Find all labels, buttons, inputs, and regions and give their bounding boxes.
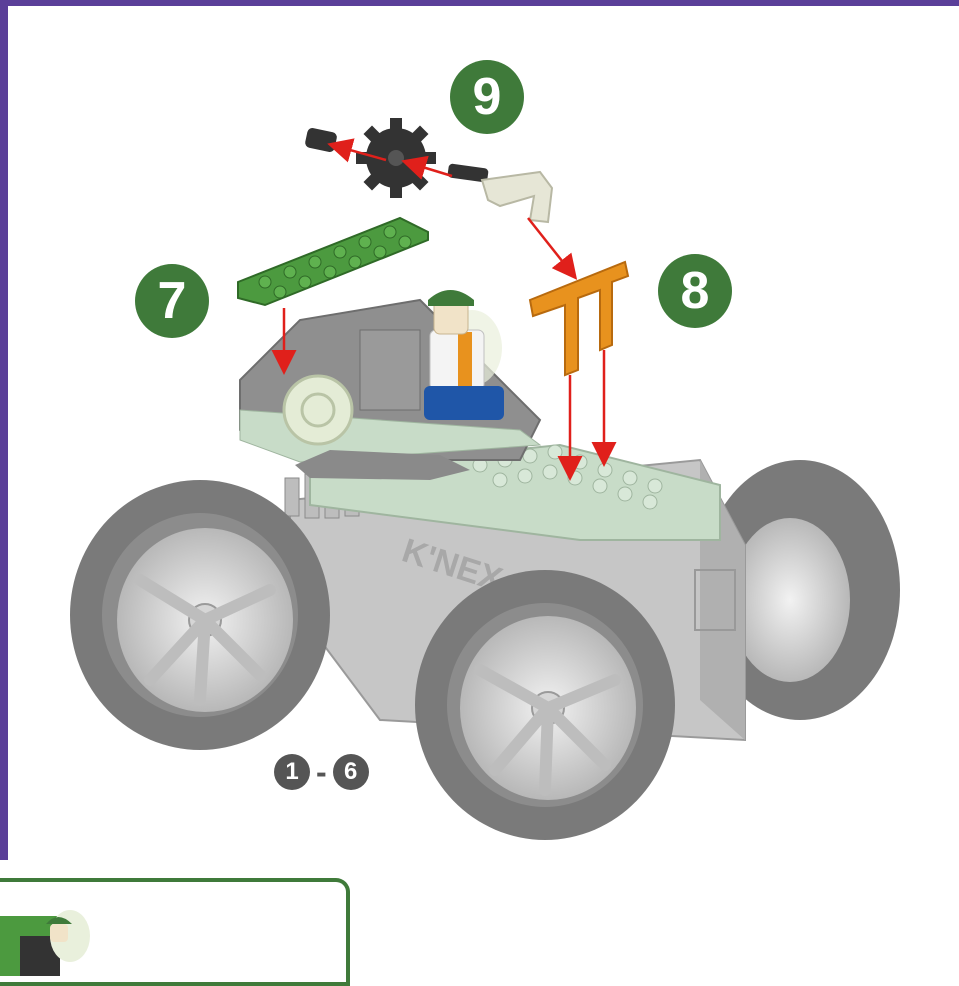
black-gear-part	[356, 118, 436, 198]
step-7-badge: 7	[135, 264, 209, 338]
assembly-arrows	[271, 138, 617, 481]
preview-callout-box	[0, 878, 350, 986]
driver-minifigure	[424, 290, 504, 420]
front-right-wheel	[415, 570, 675, 840]
instruction-illustration: K'NEX	[70, 118, 900, 840]
preview-minifigure-thumbnail	[0, 910, 90, 976]
page-frame-top	[0, 0, 959, 6]
step-8-badge: 8	[658, 254, 732, 328]
arrow-connector	[327, 138, 387, 163]
orange-bracket-part	[528, 260, 630, 377]
step-9-badge: 9	[450, 60, 524, 134]
steps-range-label: 1 - 6	[274, 752, 369, 792]
white-arm-part	[480, 170, 554, 224]
range-start-badge: 1	[274, 754, 310, 790]
range-end-badge: 6	[332, 754, 369, 790]
range-separator: -	[316, 753, 327, 790]
arrow-arm	[527, 217, 578, 280]
arrow-gear	[401, 155, 453, 180]
page-frame-left	[0, 0, 8, 860]
front-left-wheel	[70, 480, 330, 750]
back-right-wheel	[700, 460, 900, 720]
green-plate-part	[237, 216, 429, 307]
